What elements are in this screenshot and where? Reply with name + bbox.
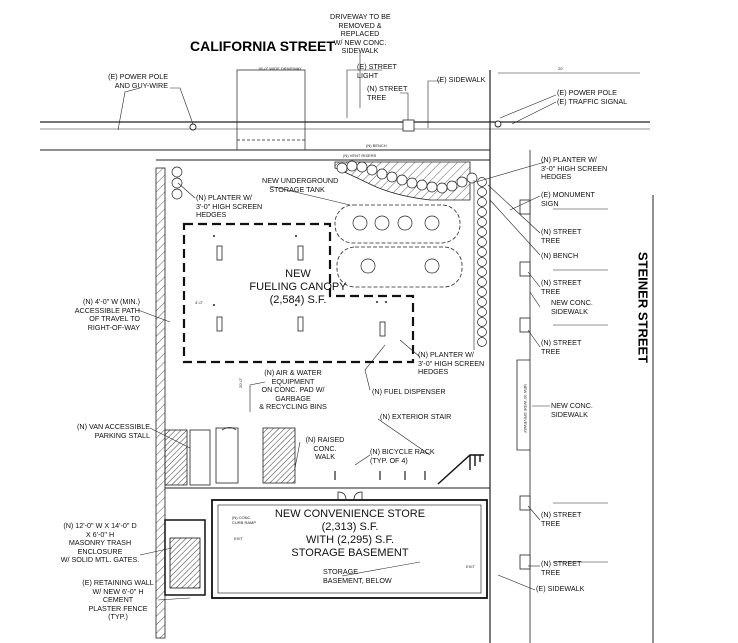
raised-walk-note: (N) RAISED CONC. WALK [305, 435, 345, 462]
driveway-right-note: NEW 30' WIDE DRIVEWAY [523, 384, 528, 434]
street-tree-r3-note: (N) STREET TREE [541, 338, 582, 356]
new-sidewalk-r2-note: NEW CONC. SIDEWALK [551, 401, 593, 419]
exit-right-note: EXIT [466, 564, 475, 569]
store-label: NEW CONVENIENCE STORE (2,313) S.F. WITH … [274, 508, 426, 559]
steiner-driveway [516, 359, 530, 451]
dimension-marks [498, 72, 640, 563]
power-pole-right-note: (E) POWER POLE [557, 88, 617, 97]
canopy-outline [182, 222, 415, 364]
van-stall [164, 429, 211, 486]
street-tree-r2-note: (N) STREET TREE [541, 278, 582, 296]
storage-basement-note: STORAGE BASEMENT, BELOW [323, 567, 392, 585]
dim-canopy: 4'-0" [195, 300, 203, 305]
store-entry-doors [337, 491, 363, 501]
power-poles [189, 120, 502, 131]
right-hedge-shrubs [477, 177, 487, 347]
left-retaining-wall [155, 167, 166, 639]
driveway-top-note: 18'-0" WIDE DRIVEWAY [258, 66, 302, 71]
air-water-pad [215, 427, 296, 484]
traffic-signal-note: (E) TRAFFIC SIGNAL [557, 97, 628, 106]
van-stall-note: (N) VAN ACCESSIBLE PARKING STALL [77, 422, 150, 440]
store-outline [211, 499, 488, 599]
storage-tank-lower [336, 246, 463, 288]
street-light-note: (E) STREET LIGHT [357, 62, 397, 80]
driveway-replace-note: DRIVEWAY TO BE REMOVED & REPLACED W/ NEW… [330, 12, 391, 56]
street-tree-r4-note: (N) STREET TREE [541, 510, 582, 528]
sidewalk-bottom-note: (E) SIDEWALK [536, 584, 585, 593]
new-sidewalk-r1-note: NEW CONC. SIDEWALK [551, 298, 593, 316]
california-street-label: CALIFORNIA STREET [190, 38, 335, 54]
canopy-label: NEW FUELING CANOPY (2,584) S.F. [249, 268, 347, 306]
fuel-dispenser-note: (N) FUEL DISPENSER [372, 387, 446, 396]
street-tree-r5-note: (N) STREET TREE [541, 559, 582, 577]
canopy-columns [216, 245, 386, 337]
top-hedge-shrubs [336, 160, 478, 194]
air-water-note: (N) AIR & WATER EQUIPMENT ON CONC. PAD W… [259, 368, 327, 412]
bicycle-racks [334, 471, 426, 480]
street-tree-r1-note: (N) STREET TREE [541, 227, 582, 245]
street-tree-top-note: (N) STREET TREE [367, 84, 408, 102]
exit-left-note: EXIT [234, 536, 243, 541]
curb-ramp-note: (N) CONC. CURB RAMP [232, 515, 257, 525]
california-street-edges [40, 121, 650, 151]
left-hedge-shrubs [171, 166, 183, 200]
sidewalk-top-note: (E) SIDEWALK [437, 75, 486, 84]
bench-right-note: (N) BENCH [541, 251, 579, 260]
trash-enclosure-note: (N) 12'-0" W x 14'-0" D x 6'-0" H MASONR… [60, 521, 140, 565]
vent-risers-note: (N) VENT RISERS [343, 153, 377, 158]
planter-mid-note: (N) PLANTER W/ 3'-0" HIGH SCREEN HEDGES [418, 350, 485, 377]
planter-top-right-note: (N) PLANTER W/ 3'-0" HIGH SCREEN HEDGES [541, 155, 608, 182]
existing-driveway [236, 69, 306, 150]
retaining-wall-note: (E) RETAINING WALL W/ NEW 6'-0" H CEMENT… [82, 578, 154, 622]
power-pole-left-note: (E) POWER POLE AND GUY-WIRE [108, 72, 168, 90]
bicycle-rack-note: (N) BICYCLE RACK (TYP. OF 4) [370, 447, 435, 465]
monument-sign-note: (E) MONUMENT SIGN [541, 190, 595, 208]
planter-left-note: (N) PLANTER W/ 3'-0" HIGH SCREEN HEDGES [196, 193, 263, 220]
leader-lines [117, 53, 557, 601]
bench-top-note: (N) BENCH [366, 143, 387, 148]
path-of-travel-note: (N) 4'-0" W (MIN.) ACCESSIBLE PATH OF TR… [74, 297, 140, 332]
exterior-stair [437, 454, 484, 485]
steiner-street-label: STEINER STREET [635, 251, 651, 364]
storage-tank-upper [334, 204, 461, 244]
ust-note: NEW UNDERGROUND STORAGE TANK [262, 176, 339, 194]
dim-top-right: 20' [558, 66, 564, 71]
exterior-stair-note: (N) EXTERIOR STAIR [380, 412, 452, 421]
dispenser-marks [213, 235, 387, 306]
trash-enclosure [164, 519, 206, 596]
dim-left: 20'-0" [238, 377, 243, 388]
street-tree-pits [402, 119, 531, 570]
tank-manholes [352, 215, 440, 274]
